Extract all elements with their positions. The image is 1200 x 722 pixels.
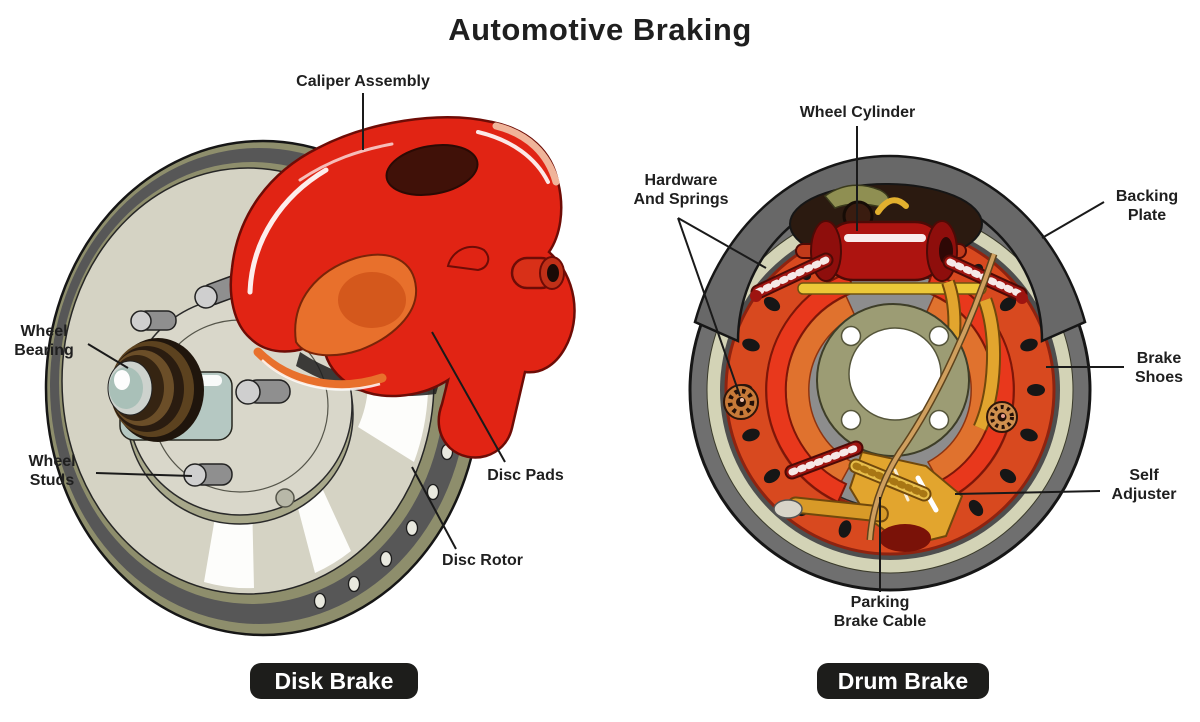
caliper-bore-hole [385,144,479,196]
leader-disc-pads [431,331,506,463]
wheel-bearing-shape [107,338,204,442]
leader-self-adjuster [954,490,1101,495]
label-disc-rotor: Disc Rotor [442,552,523,569]
page-title: Automotive Braking [448,12,752,47]
label-backing-plate: Backing Plate [1115,188,1179,225]
disk-brake-badge: Disk Brake [250,663,418,699]
label-disc-pads: Disc Pads [487,467,564,484]
leader-disc-rotor [411,466,457,550]
disc-brake-illustration [44,116,576,637]
label-wheel-studs: Wheel Studs [28,453,76,490]
caliper-bolt [510,256,565,290]
drum-brake-badge: Drum Brake [817,663,989,699]
wheel-cylinder-shape [795,220,967,282]
caliper-assembly-shape [229,116,576,459]
label-wheel-bearing: Wheel Bearing [14,323,74,360]
drum-brake-illustration [688,154,1092,592]
leader-backing-plate [1041,201,1105,239]
label-parking-brake-cable: Parking Brake Cable [833,594,927,631]
leader-wheel-bearing [87,343,129,369]
shoe-link-bar [797,279,1002,432]
self-adjuster-assembly [773,440,964,552]
drum-hub-plate [816,303,970,457]
label-brake-shoes: Brake Shoes [1134,350,1183,387]
leader-hardware-springs-1 [677,217,767,269]
label-hardware-and-springs: Hardware And Springs [633,172,729,209]
leader-wheel-studs [95,472,193,477]
label-caliper-assembly: Caliper Assembly [296,73,430,90]
star-adjusters [723,384,1018,433]
wheel-studs-shape [130,275,295,508]
leader-lines [87,93,1124,592]
label-wheel-cylinder: Wheel Cylinder [799,104,916,121]
label-self-adjuster: Self Adjuster [1111,467,1177,504]
parking-brake-cable-shape [866,252,998,541]
leader-hardware-springs-2 [677,217,741,397]
